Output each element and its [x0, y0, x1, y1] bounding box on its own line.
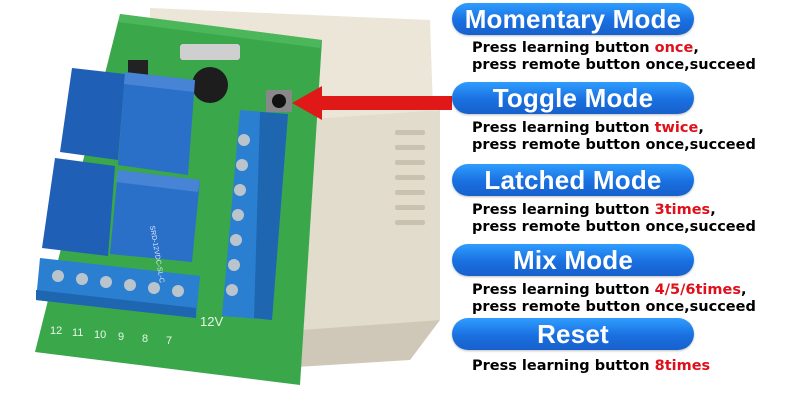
crystal-component: [180, 44, 240, 60]
capacitor: [192, 67, 228, 103]
relays: [42, 68, 200, 262]
count-highlight: 8times: [654, 358, 711, 374]
arrow-icon: [292, 86, 452, 120]
voltage-label: 12V: [200, 314, 223, 329]
mode-desc-mix: Press learning button 4/5/6times, press …: [472, 282, 756, 316]
terminal-block-right: [222, 110, 288, 320]
product-photo: 12 11 10 9 8 7 12V SRD-12VDC-SL-C: [35, 8, 452, 385]
desc-line: Press learning button 4/5/6times,: [472, 282, 747, 298]
mode-title-latched: Latched Mode: [452, 164, 694, 196]
mode-title-toggle: Toggle Mode: [452, 82, 694, 114]
desc-line: press remote button once,succeed: [472, 137, 756, 153]
desc-line: press remote button once,succeed: [472, 219, 756, 235]
count-highlight: 4/5/6times: [654, 282, 741, 298]
count-highlight: once: [654, 40, 694, 56]
desc-line: Press learning button 8times: [472, 358, 711, 374]
terminal-label: 11: [72, 327, 83, 339]
mode-desc-latched: Press learning button 3times, press remo…: [472, 202, 756, 236]
terminal-label: 10: [94, 329, 106, 341]
mode-title-reset: Reset: [452, 318, 694, 350]
count-highlight: twice: [654, 120, 699, 136]
mode-desc-toggle: Press learning button twice, press remot…: [472, 120, 756, 154]
desc-line: press remote button once,succeed: [472, 57, 756, 73]
terminal-label: 8: [142, 333, 148, 345]
terminal-block-bottom: [36, 258, 200, 318]
terminal-label: 12: [50, 325, 62, 337]
learning-button: [266, 90, 292, 112]
mode-title-mix: Mix Mode: [452, 244, 694, 276]
desc-line: Press learning button twice,: [472, 120, 704, 136]
mode-title-momentary: Momentary Mode: [452, 3, 694, 35]
desc-line: press remote button once,succeed: [472, 299, 756, 315]
count-highlight: 3times: [654, 202, 711, 218]
mode-desc-momentary: Press learning button once, press remote…: [472, 40, 756, 74]
desc-line: Press learning button 3times,: [472, 202, 716, 218]
terminal-label: 7: [166, 335, 172, 347]
terminal-label: 9: [118, 331, 124, 343]
desc-line: Press learning button once,: [472, 40, 699, 56]
mode-desc-reset: Press learning button 8times: [472, 358, 710, 375]
